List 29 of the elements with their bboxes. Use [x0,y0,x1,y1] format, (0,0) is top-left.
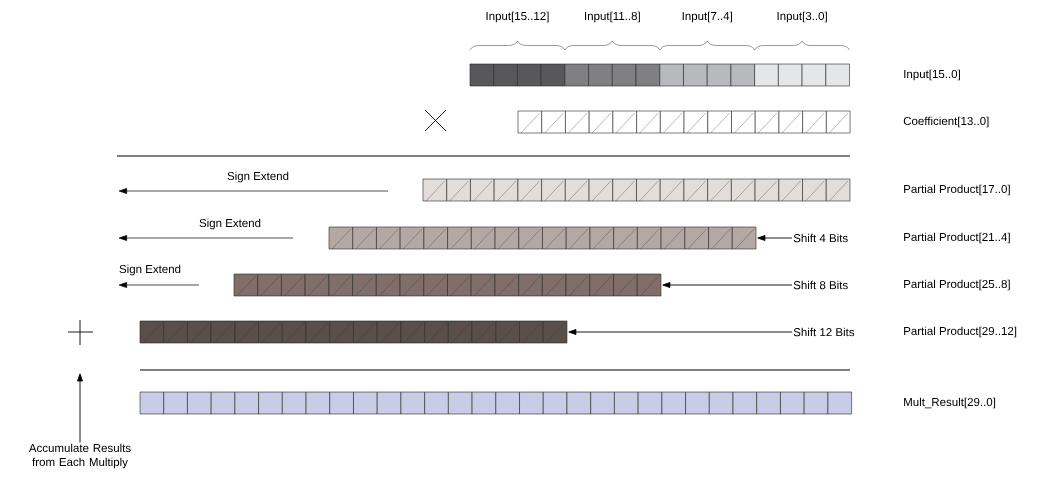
register-label: Partial Product[21..4] [904,232,1010,244]
bit-register [469,63,850,87]
arrow-label: Sign Extend [199,218,261,230]
bit-register [517,110,851,134]
shift-label: Shift 8 Bits [793,280,848,290]
arrow [77,373,83,443]
register-label: Coefficient[13..0] [903,116,989,128]
register-label: Partial Product[17..0] [904,184,1010,196]
bit-register [233,273,662,297]
bit-range-label: Input[11..8] [585,11,640,23]
bit-range-label: Input[15..12] [486,11,549,23]
shift-label: Shift 12 Bits [793,327,855,337]
register-label: Input[15..0] [904,69,960,81]
arrow [757,235,793,241]
bit-register [139,320,568,344]
arrow [568,329,793,335]
register-label: Partial Product[25..8] [904,279,1010,291]
bit-range-label: Input[3..0] [777,11,827,23]
bit-range-label: Input[7..4] [682,11,732,23]
arrow-label: Sign Extend [119,264,181,276]
arrow [662,282,793,288]
bit-register [139,391,852,415]
register-label: Partial Product[29..12] [904,326,1017,338]
register-label: Mult_Result[29..0] [904,397,996,409]
arrow-label: Sign Extend [227,171,289,183]
bit-register [422,178,851,202]
note-text: Accumulate Results from Each Multiply [28,443,131,469]
bit-register [328,226,757,250]
shift-label: Shift 4 Bits [793,233,848,243]
